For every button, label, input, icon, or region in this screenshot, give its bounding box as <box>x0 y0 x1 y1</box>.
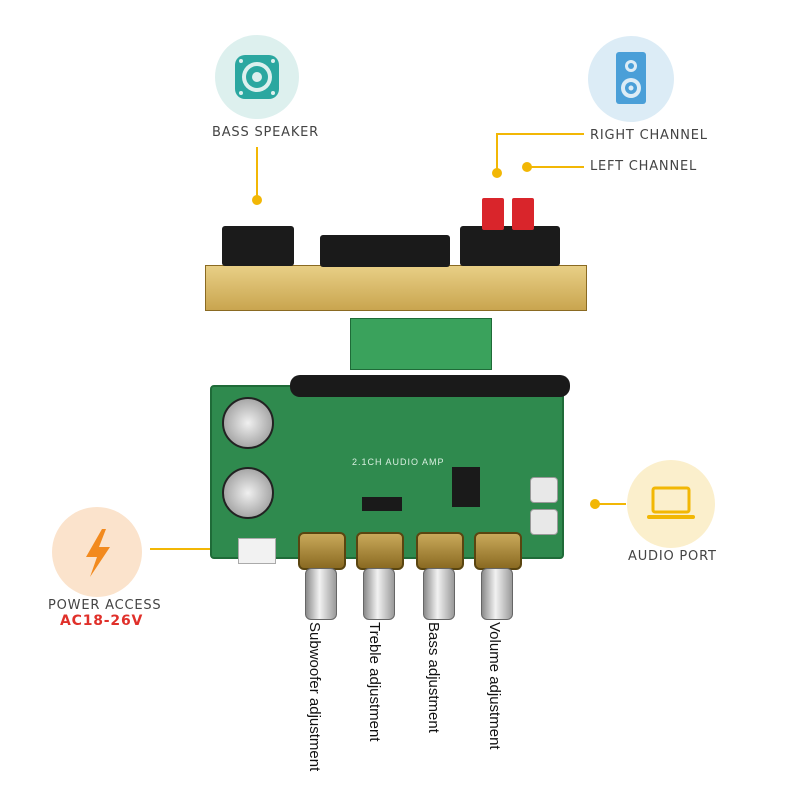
subwoofer-knob[interactable] <box>305 568 337 620</box>
channel-icon-circle <box>588 36 674 122</box>
bass-speaker-callout-dot <box>252 195 262 205</box>
volume-label: Volume adjustment <box>486 622 503 750</box>
right-channel-label: RIGHT CHANNEL <box>590 128 708 143</box>
volume-knob-base <box>474 532 522 570</box>
bass-knob[interactable] <box>423 568 455 620</box>
treble-label: Treble adjustment <box>366 622 383 742</box>
ic-chip <box>452 467 480 507</box>
power-voltage-label: AC18-26V <box>60 613 144 629</box>
amplifier-board: 2.1CH AUDIO AMP <box>210 385 564 559</box>
power-connector <box>238 538 276 564</box>
bass-speaker-connector <box>222 226 294 266</box>
bluetooth-module <box>350 318 492 370</box>
laptop-icon <box>647 486 695 519</box>
lightning-icon <box>86 529 110 577</box>
subwoofer-knob-base <box>298 532 346 570</box>
bass-knob-base <box>416 532 464 570</box>
display-strip <box>290 375 570 397</box>
speaker-cabinet-icon <box>616 52 646 104</box>
left-channel-callout-line <box>530 166 584 168</box>
audio-port-callout-dot <box>590 499 600 509</box>
capacitor <box>222 397 274 449</box>
ic-chip <box>362 497 402 511</box>
treble-knob[interactable] <box>363 568 395 620</box>
capacitor <box>222 467 274 519</box>
volume-knob[interactable] <box>481 568 513 620</box>
left-channel-label: LEFT CHANNEL <box>590 159 698 174</box>
board-title-print: 2.1CH AUDIO AMP <box>352 457 445 467</box>
rca-jack <box>530 509 558 535</box>
heatsink-fin-block <box>320 235 450 267</box>
right-channel-callout-h <box>496 133 584 135</box>
speaker-terminal-block <box>460 198 560 266</box>
power-access-label: POWER ACCESS <box>48 598 162 613</box>
right-channel-callout-v <box>496 133 498 173</box>
rca-jack <box>530 477 558 503</box>
speaker-icon <box>235 55 279 99</box>
bass-speaker-icon-circle <box>215 35 299 119</box>
audio-port-label: AUDIO PORT <box>628 549 717 564</box>
right-channel-callout-dot <box>492 168 502 178</box>
left-channel-callout-dot <box>522 162 532 172</box>
power-callout-line <box>150 548 234 550</box>
audio-port-callout-line <box>596 503 626 505</box>
heatsink <box>205 265 587 311</box>
bass-speaker-label: BASS SPEAKER <box>212 125 320 140</box>
left-channel-terminal <box>512 198 534 230</box>
power-icon-circle <box>52 507 142 597</box>
subwoofer-label: Subwoofer adjustment <box>306 622 323 772</box>
bass-speaker-callout-line <box>256 147 258 197</box>
right-channel-terminal <box>482 198 504 230</box>
treble-knob-base <box>356 532 404 570</box>
audio-port-icon-circle <box>627 460 715 548</box>
bass-label: Bass adjustment <box>425 622 442 733</box>
